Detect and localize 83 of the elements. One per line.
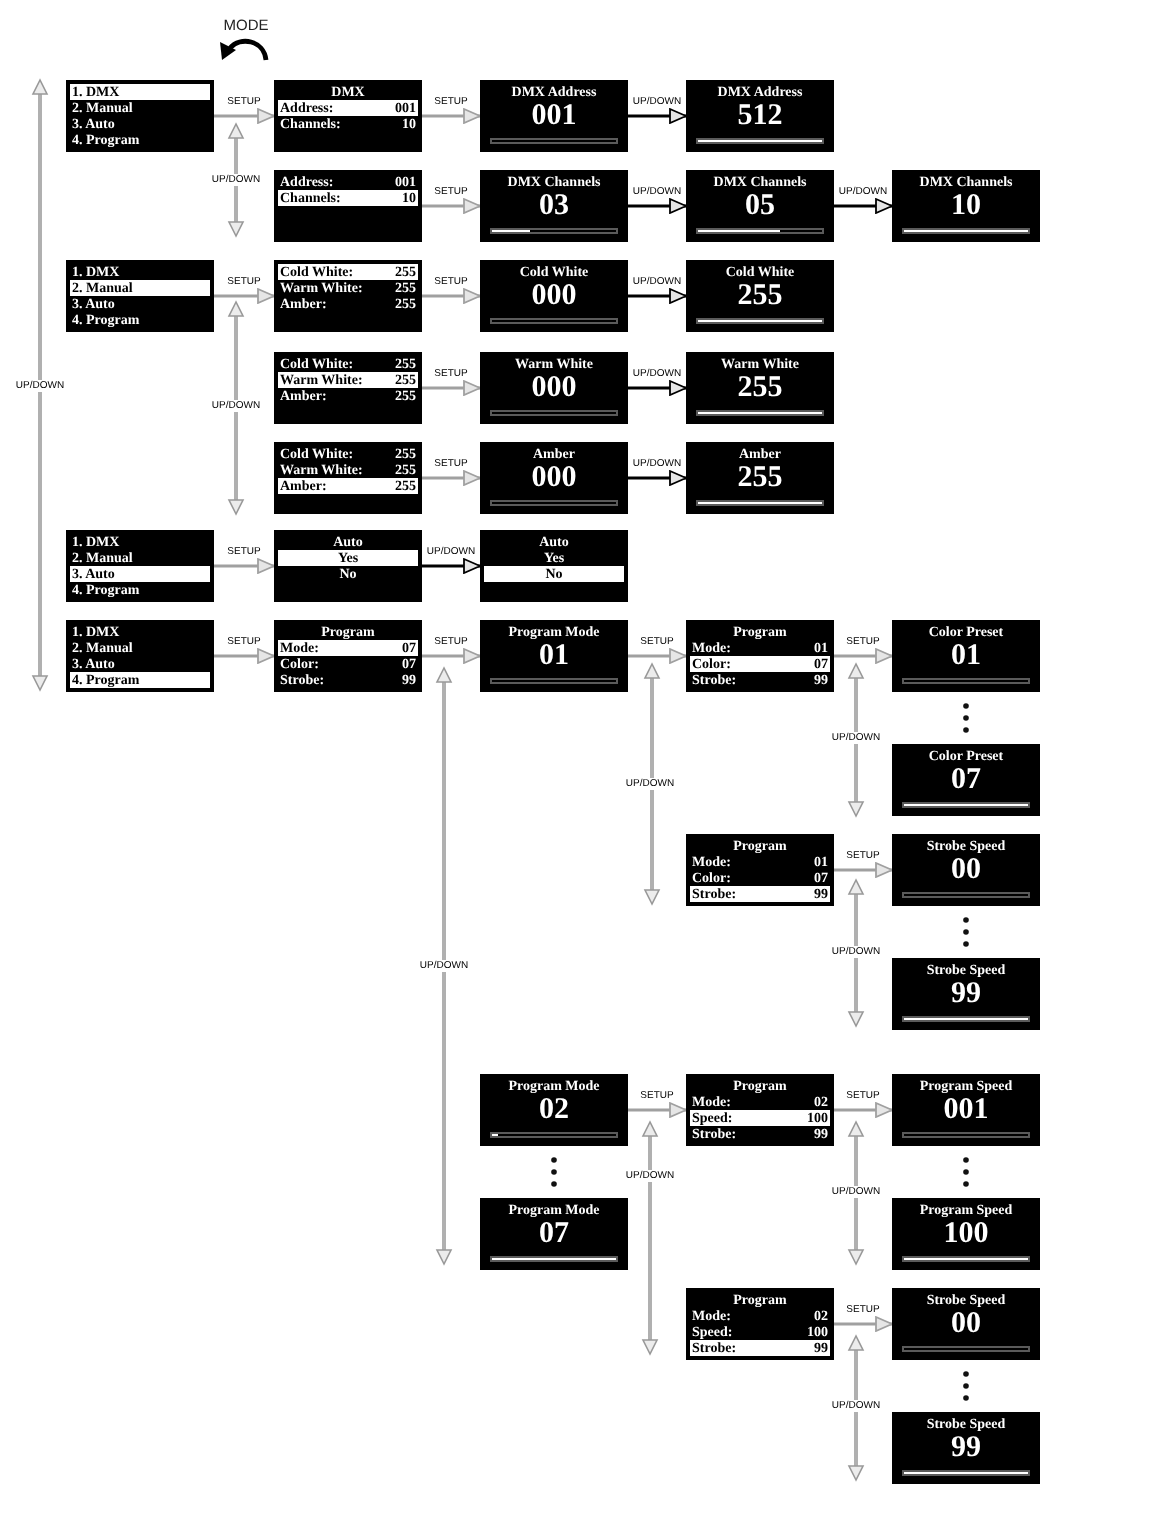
lcd-screen — [686, 80, 834, 152]
arrow — [214, 288, 275, 304]
value-readout: 512 — [737, 100, 783, 132]
lcd-screen — [480, 1074, 628, 1146]
arrow — [834, 198, 893, 214]
lcd-screen — [686, 834, 834, 906]
value-readout: 99 — [951, 978, 981, 1010]
arrow — [834, 862, 893, 878]
arrow — [214, 648, 275, 664]
arrow — [422, 648, 481, 664]
lcd-screen — [686, 352, 834, 424]
value-readout: 10 — [951, 190, 981, 222]
lcd-screen — [686, 1074, 834, 1146]
value-readout: 02 — [539, 1094, 569, 1126]
value-readout: 255 — [737, 462, 783, 494]
lcd-screen — [480, 620, 628, 692]
value-readout: 100 — [943, 1218, 989, 1250]
arrow — [628, 198, 687, 214]
arrow — [628, 108, 687, 124]
value-readout: 00 — [951, 854, 981, 886]
arrow — [628, 648, 687, 664]
lcd-screen — [892, 620, 1040, 692]
lcd-screen — [480, 260, 628, 332]
lcd-screen — [480, 80, 628, 152]
lcd-screen — [274, 442, 422, 514]
lcd-screen — [892, 744, 1040, 816]
lcd-screen — [274, 170, 422, 242]
arrow — [834, 1316, 893, 1332]
lcd-screen — [274, 80, 422, 152]
value-readout: 07 — [539, 1218, 569, 1250]
arrow — [834, 1102, 893, 1118]
arrow — [422, 288, 481, 304]
lcd-screen — [66, 620, 214, 692]
value-readout: 01 — [539, 640, 569, 672]
arrow — [422, 558, 481, 574]
value-readout: 255 — [737, 280, 783, 312]
arrow — [422, 470, 481, 486]
lcd-screen — [892, 834, 1040, 906]
value-readout: 000 — [531, 372, 577, 404]
value-readout: 99 — [951, 1432, 981, 1464]
arrow — [628, 1102, 687, 1118]
lcd-screen — [892, 170, 1040, 242]
lcd-screen — [480, 1198, 628, 1270]
lcd-screen — [274, 530, 422, 602]
lcd-screen — [274, 260, 422, 332]
lcd-screen — [66, 80, 214, 152]
value-readout: 000 — [531, 462, 577, 494]
value-readout: 255 — [737, 372, 783, 404]
lcd-screen — [686, 1288, 834, 1360]
arrow — [422, 380, 481, 396]
lcd-screen — [274, 620, 422, 692]
lcd-screen — [892, 1198, 1040, 1270]
lcd-screen — [274, 352, 422, 424]
lcd-screen — [66, 260, 214, 332]
lcd-screen — [686, 170, 834, 242]
arrow — [628, 288, 687, 304]
arrow — [628, 470, 687, 486]
lcd-screen — [480, 442, 628, 514]
lcd-screen — [892, 958, 1040, 1030]
lcd-screen — [892, 1412, 1040, 1484]
arrow — [834, 648, 893, 664]
arrow — [422, 108, 481, 124]
value-readout: 05 — [745, 190, 775, 222]
lcd-screen — [892, 1288, 1040, 1360]
value-readout: 001 — [943, 1094, 989, 1126]
value-readout: 00 — [951, 1308, 981, 1340]
value-readout: 03 — [539, 190, 569, 222]
arrow — [628, 380, 687, 396]
arrow — [214, 558, 275, 574]
lcd-screen — [480, 170, 628, 242]
lcd-screen — [480, 352, 628, 424]
lcd-screen — [686, 620, 834, 692]
lcd-screen — [686, 260, 834, 332]
value-readout: 000 — [531, 280, 577, 312]
value-readout: 01 — [951, 640, 981, 672]
lcd-screen — [892, 1074, 1040, 1146]
arrow — [214, 108, 275, 124]
lcd-screen — [686, 442, 834, 514]
arrow — [422, 198, 481, 214]
value-readout: 001 — [531, 100, 577, 132]
lcd-screen — [66, 530, 214, 602]
lcd-screen — [480, 530, 628, 602]
value-readout: 07 — [951, 764, 981, 796]
